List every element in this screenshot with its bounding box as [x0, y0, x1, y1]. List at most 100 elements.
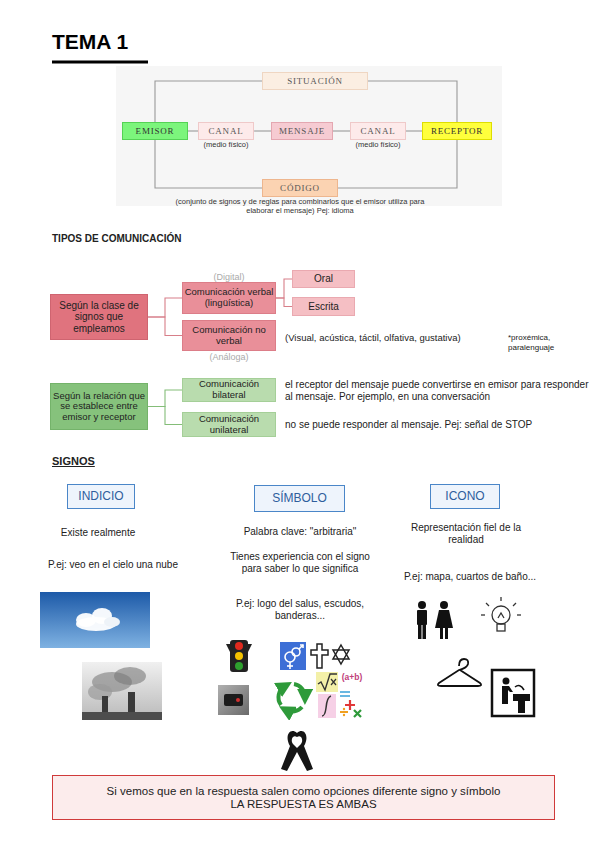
description-text: Existe realmente: [48, 527, 148, 539]
math-symbol-part: [340, 692, 350, 696]
code-box: CÓDIGO(conjunto de signos y de reglas pa…: [262, 179, 338, 197]
religion-symbols-part: [311, 644, 328, 668]
section-heading: SIGNOS: [52, 455, 152, 468]
connector-line: [155, 81, 262, 122]
math-symbol-part: [343, 708, 345, 710]
math-symbol-part: [340, 711, 348, 713]
type-box: Comunicación unilateral: [182, 412, 276, 437]
page-title: TEMA 1: [52, 30, 128, 54]
restroom-icon-part: [417, 610, 427, 625]
node-text: Según la relación que se establece entre…: [51, 391, 147, 423]
restroom-icon-part: [440, 601, 448, 609]
switch-symbol-part: [224, 694, 243, 706]
math-symbol-part: [318, 674, 337, 690]
math-symbol-part: [316, 672, 338, 692]
connector-line: [333, 130, 350, 131]
lightbulb-icon-part: [513, 603, 516, 606]
smoke-photo-part: [82, 662, 162, 720]
section-heading: TIPOS DE COMUNICACIÓN: [52, 233, 312, 245]
lightbulb-icon-part: [498, 613, 504, 618]
mourning-ribbon-symbol-part: [281, 731, 313, 771]
connector-line: [188, 130, 198, 131]
type-box: Comunicación bilateral: [182, 378, 276, 402]
lightbulb-icon-part: [500, 597, 501, 601]
water-fountain-icon: [492, 670, 534, 716]
connector-line: [148, 317, 182, 336]
node-text: Comunicación bilateral: [183, 379, 275, 400]
subtype-box: Escrita: [292, 297, 355, 316]
recycling-symbol: [278, 684, 305, 712]
gender-symbol-part: [299, 645, 303, 649]
lightbulb-icon-part: [481, 614, 485, 615]
restroom-icon-part: [418, 601, 426, 609]
example-text: P.ej: mapa, cuartos de baño...: [396, 571, 544, 583]
switch-symbol-part: [236, 698, 240, 702]
switch-symbol: [218, 685, 249, 715]
node-text: SÍMBOLO: [272, 492, 327, 505]
lightbulb-icon-part: [486, 603, 489, 606]
connector-line: [368, 81, 457, 122]
receiver-box: RECEPTOR: [422, 122, 492, 140]
lightbulb-icon-part: [497, 624, 505, 631]
description-text: Representación fiel de la realidad: [410, 522, 522, 546]
math-symbol-part: [322, 696, 331, 716]
gender-symbol-part: [287, 665, 293, 667]
math-symbol-part: [318, 694, 336, 718]
cloud-photo-part: [104, 617, 120, 627]
node-text: Comunicación verbal (lingüística): [183, 287, 275, 308]
traffic-light-symbol-part: [235, 662, 243, 670]
node-text: CANAL: [361, 126, 396, 136]
node-text: EMISOR: [136, 126, 175, 136]
restroom-icon-part: [418, 624, 422, 639]
math-symbol-part: [354, 710, 361, 717]
node-text: CÓDIGO: [280, 183, 320, 193]
node-text: Oral: [314, 273, 333, 284]
sign-type-box: INDICIO: [67, 484, 135, 509]
gender-symbol-part: [300, 645, 303, 648]
water-fountain-icon-part: [503, 678, 510, 685]
category-box: Según la clase de signos que empleamos: [50, 294, 148, 340]
node-note: (Digital): [189, 272, 269, 282]
religion-symbols-part: [333, 650, 349, 664]
connector-line: [148, 390, 182, 407]
node-note: (medio físico): [338, 141, 418, 150]
cloud-photo-part: [40, 592, 150, 648]
note-text: *proxémica, paralenguaje: [508, 333, 586, 352]
node-text: Si vemos que en la respuesta salen como …: [107, 785, 501, 798]
context-box: SITUACIÓN: [262, 72, 368, 90]
connector-line: [338, 140, 457, 188]
node-note: (medio físico): [186, 141, 266, 150]
recycling-symbol-part: [278, 686, 285, 705]
connector-line: [406, 130, 422, 131]
math-symbol-text: (a+b): [335, 672, 369, 682]
restroom-icon-part: [440, 627, 443, 639]
recycling-symbol-part: [294, 684, 305, 697]
type-box: Comunicación no verbal(Análoga): [182, 320, 276, 351]
gender-symbol-part: [292, 648, 300, 656]
connector-line: [276, 298, 292, 307]
node-text: Según la clase de signos que empleamos: [51, 300, 147, 334]
mourning-ribbon-symbol-part: [292, 736, 302, 748]
lightbulb-icon: [481, 597, 521, 631]
diagram-backdrop: [116, 66, 502, 206]
water-fountain-icon-part: [502, 686, 513, 704]
node-text: ICONO: [445, 490, 484, 503]
node-text: INDICIO: [78, 490, 123, 503]
restroom-icon-part: [445, 627, 448, 639]
connector-line: [254, 130, 271, 131]
connector-line: [148, 407, 182, 425]
description-text: Tienes experiencia con el signo para sab…: [230, 551, 370, 575]
lightbulb-icon-part: [517, 614, 521, 615]
cloud-photo: [40, 592, 150, 648]
sign-type-box: ICONO: [430, 484, 500, 509]
religion-symbols: [311, 644, 349, 668]
node-text: Comunicación unilateral: [183, 414, 275, 435]
message-box: MENSAJE: [271, 122, 333, 140]
description-text: no se puede responder al mensaje. Pej: s…: [285, 419, 595, 431]
traffic-light-symbol-part: [230, 640, 248, 672]
hanger-icon: [438, 659, 481, 686]
gender-symbol-part: [285, 652, 295, 662]
gender-symbol: [280, 642, 306, 670]
restroom-icon-part: [423, 624, 427, 639]
